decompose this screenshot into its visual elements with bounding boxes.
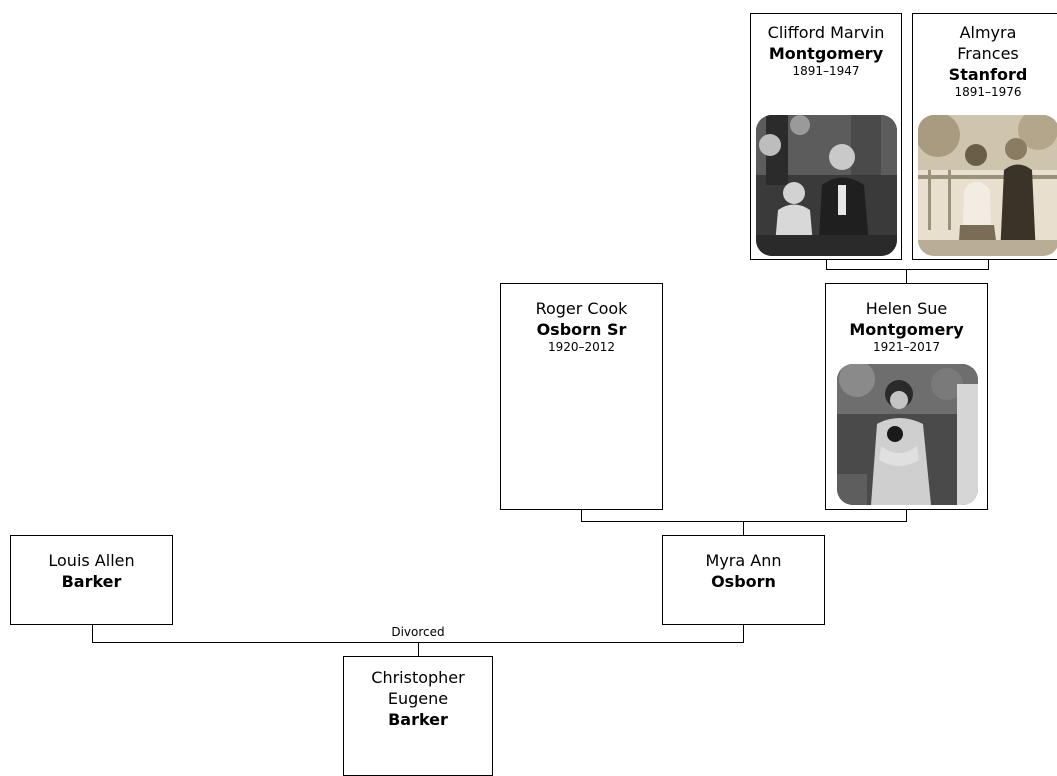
child-line-myra <box>743 522 744 535</box>
surname: Montgomery <box>849 320 964 339</box>
drop-line-clifford <box>826 259 827 270</box>
surname: Montgomery <box>768 44 884 63</box>
drop-line-louis <box>92 624 93 643</box>
person-card-louis-barker[interactable]: Louis Allen Barker <box>10 535 173 625</box>
person-card-almyra-stanford[interactable]: Almyra Frances Stanford 1891–1976 <box>912 13 1057 260</box>
given-name: Roger Cook <box>535 299 628 318</box>
person-card-clifford-montgomery[interactable]: Clifford Marvin Montgomery 1891–1947 <box>750 13 902 260</box>
given-name-line1: Almyra <box>959 23 1017 42</box>
life-dates: 1921–2017 <box>872 340 941 354</box>
person-photo <box>756 115 897 256</box>
given-name-line2: Frances <box>957 44 1019 63</box>
child-line-christopher <box>418 643 419 657</box>
person-photo <box>837 364 978 505</box>
person-card-helen-montgomery[interactable]: Helen Sue Montgomery 1921–2017 <box>825 283 988 510</box>
surname: Barker <box>388 710 448 729</box>
surname: Osborn <box>711 572 776 591</box>
drop-line-helen <box>906 509 907 522</box>
person-card-roger-osborn[interactable]: Roger Cook Osborn Sr 1920–2012 <box>500 283 663 510</box>
given-name: Louis Allen <box>48 551 135 570</box>
given-name: Clifford Marvin <box>767 23 885 42</box>
couple-line-clifford-almyra <box>826 269 989 270</box>
drop-line-myra <box>743 624 744 643</box>
divorced-label: Divorced <box>389 625 447 639</box>
surname: Stanford <box>948 65 1028 84</box>
given-name: Helen Sue <box>865 299 948 318</box>
person-photo <box>918 115 1057 256</box>
drop-line-roger <box>581 509 582 522</box>
child-line-helen <box>906 270 907 284</box>
surname: Barker <box>61 572 122 591</box>
couple-line-roger-helen <box>581 521 907 522</box>
given-name: Myra Ann <box>705 551 782 570</box>
couple-line-louis-myra <box>92 642 744 643</box>
person-card-myra-osborn[interactable]: Myra Ann Osborn <box>662 535 825 625</box>
life-dates: 1920–2012 <box>547 340 616 354</box>
given-name-line2: Eugene <box>387 689 449 708</box>
person-card-christopher-barker[interactable]: Christopher Eugene Barker <box>343 656 493 776</box>
given-name-line1: Christopher <box>371 668 465 687</box>
life-dates: 1891–1947 <box>792 64 860 78</box>
drop-line-almyra <box>988 259 989 270</box>
life-dates: 1891–1976 <box>954 85 1022 99</box>
surname: Osborn Sr <box>536 320 627 339</box>
